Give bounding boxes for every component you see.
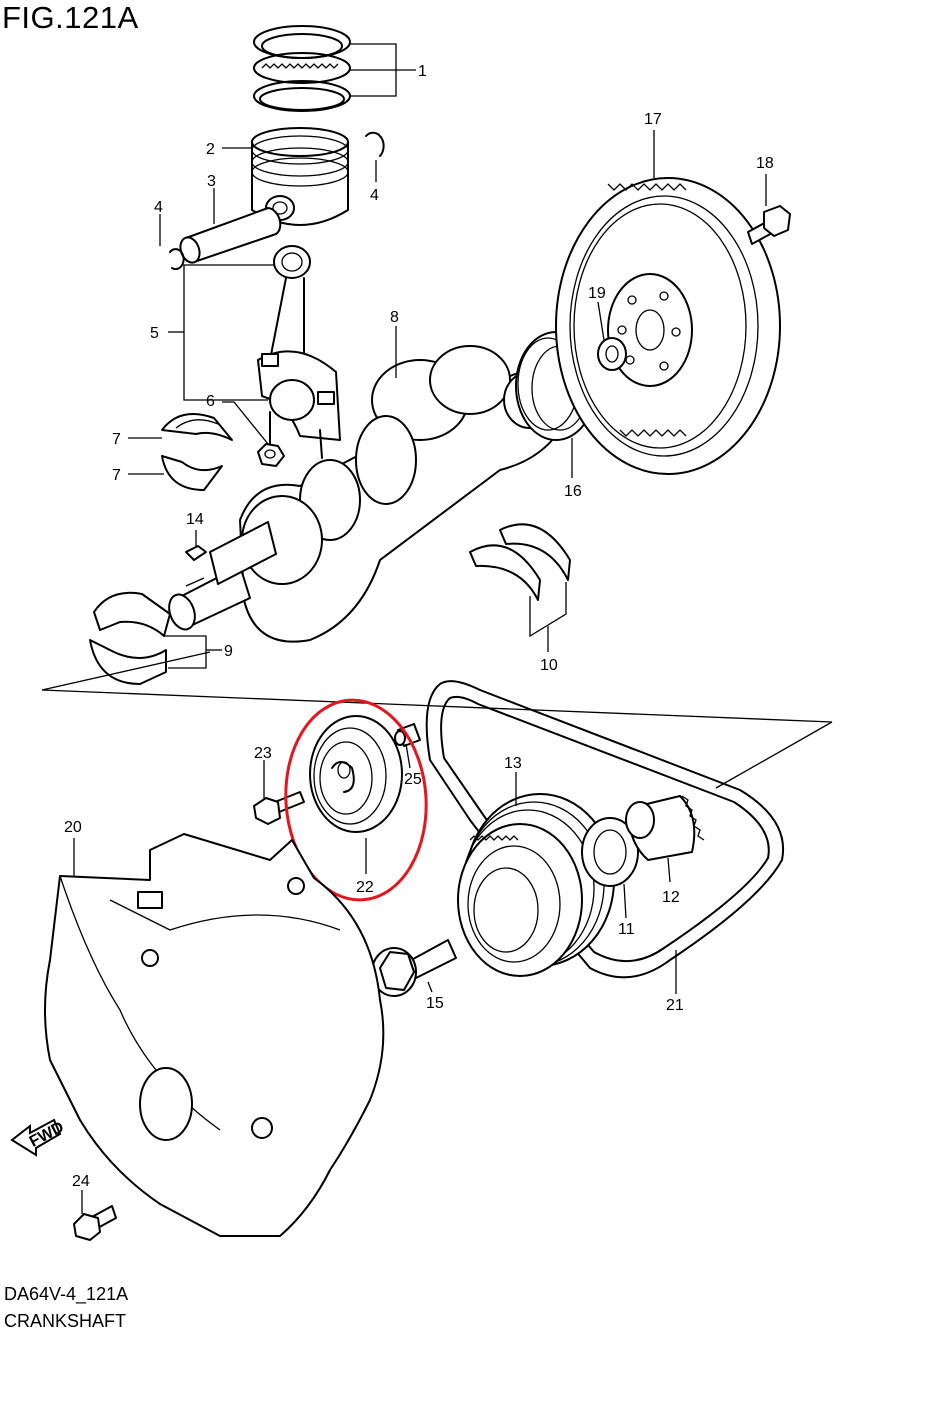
callout-20: 20	[64, 819, 82, 836]
flywheel[interactable]	[555, 177, 781, 475]
piston-rings[interactable]	[253, 25, 351, 112]
callout-7a: 7	[112, 431, 121, 448]
crankshaft-pulley-bolt[interactable]	[371, 939, 457, 997]
timing-belt[interactable]	[425, 680, 785, 979]
piston-pin[interactable]	[177, 207, 282, 265]
callout-15: 15	[426, 995, 444, 1012]
main-bearing-upper[interactable]	[93, 591, 171, 637]
forward-arrow-icon: FWD	[10, 1118, 67, 1157]
leader-line-9	[164, 635, 207, 669]
main-bearing-lower[interactable]	[89, 639, 167, 685]
callout-22: 22	[356, 879, 374, 896]
thrust-bearing-lower[interactable]	[469, 544, 541, 601]
callout-24: 24	[72, 1173, 90, 1190]
flywheel-bolt[interactable]	[747, 205, 791, 245]
leader-line-10	[529, 582, 567, 638]
callout-8: 8	[390, 309, 399, 326]
callout-6: 6	[206, 393, 215, 410]
callout-19: 19	[588, 285, 606, 302]
timing-belt-cover[interactable]	[44, 833, 385, 1237]
pilot-bearing[interactable]	[597, 337, 627, 371]
leader-line-6	[222, 401, 269, 445]
connecting-rod-nut[interactable]	[257, 443, 285, 467]
callout-17: 17	[644, 111, 662, 128]
callout-11: 11	[618, 921, 635, 938]
tensioner-pulley[interactable]	[309, 715, 403, 833]
circlip-left[interactable]	[169, 248, 185, 271]
callout-4b: 4	[370, 187, 379, 204]
tensioner-bolt[interactable]	[253, 791, 305, 825]
crankshaft[interactable]	[165, 345, 561, 643]
callout-1: 1	[418, 63, 427, 80]
thrust-bearing-upper[interactable]	[499, 523, 571, 581]
callout-21: 21	[666, 997, 684, 1014]
leader-line-25	[405, 743, 411, 769]
callout-2: 2	[206, 141, 215, 158]
callout-13: 13	[504, 755, 522, 772]
callout-9: 9	[224, 643, 233, 660]
connecting-rod-bearing-upper[interactable]	[161, 413, 233, 441]
leader-lines-1	[350, 43, 416, 97]
callout-18: 18	[756, 155, 774, 172]
callout-16: 16	[564, 483, 582, 500]
leader-line-12	[667, 857, 671, 883]
callout-14: 14	[186, 511, 204, 528]
callout-10: 10	[540, 657, 558, 674]
figure-name: CRANKSHAFT	[4, 1311, 127, 1331]
callout-7b: 7	[112, 467, 121, 484]
callout-25: 25	[404, 771, 422, 788]
leader-line-19	[597, 301, 605, 341]
crankshaft-spacer[interactable]	[581, 817, 639, 887]
highlight-circle	[284, 698, 428, 902]
connecting-rod-bearing-lower[interactable]	[161, 455, 223, 491]
callout-12: 12	[662, 889, 680, 906]
callout-23: 23	[254, 745, 272, 762]
callout-3: 3	[207, 173, 216, 190]
circlip-right[interactable]	[365, 131, 385, 157]
leader-line-11	[623, 883, 627, 919]
connecting-rod[interactable]	[257, 245, 341, 459]
crankshaft-key[interactable]	[185, 545, 207, 561]
timing-belt-sprocket[interactable]	[625, 795, 705, 861]
crankshaft-pulley[interactable]	[457, 793, 615, 977]
figure-code: DA64V-4_121A	[4, 1284, 129, 1304]
section-separator	[41, 651, 833, 789]
callout-5: 5	[150, 325, 159, 342]
callout-4a: 4	[154, 199, 163, 216]
figure-title: FIG.121A	[2, 0, 139, 35]
leader-line-15	[427, 981, 433, 993]
cover-bolt[interactable]	[73, 1205, 117, 1241]
